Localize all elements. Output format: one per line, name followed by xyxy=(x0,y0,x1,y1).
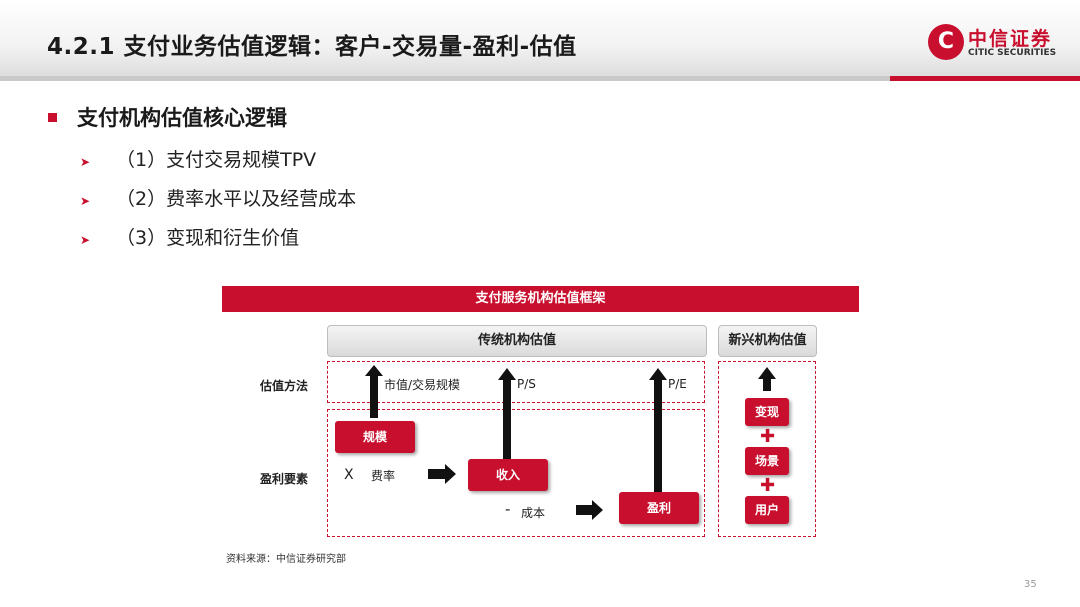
emerging-valuation-header: 新兴机构估值 xyxy=(718,325,817,357)
arrow-bullet-icon: ➤ xyxy=(80,194,91,208)
page-number: 35 xyxy=(1024,579,1037,590)
box-revenue: 收入 xyxy=(468,459,548,491)
up-arrow-icon xyxy=(649,368,667,492)
label-market-value: 市值/交易规模 xyxy=(384,378,461,392)
up-arrow-icon xyxy=(365,365,383,418)
square-bullet-icon xyxy=(48,112,57,122)
minus-sign: - xyxy=(505,500,511,518)
row-label-profit: 盈利要素 xyxy=(260,472,309,486)
emerging-area xyxy=(718,361,816,537)
up-arrow-icon xyxy=(758,367,776,391)
label-fee: 费率 xyxy=(371,469,396,483)
arrow-bullet-icon: ➤ xyxy=(80,233,91,247)
source-note: 资料来源：中信证券研究部 xyxy=(226,554,346,565)
plus-icon: ✚ xyxy=(760,426,776,447)
sub-bullet-1: ➤ （1）支付交易规模TPV xyxy=(80,145,316,172)
label-ps: P/S xyxy=(517,377,536,391)
arrow-bullet-icon: ➤ xyxy=(80,155,91,169)
logo-chinese-text: 中信证券 xyxy=(968,28,1053,50)
multiply-sign: X xyxy=(344,467,354,483)
profit-factor-area xyxy=(327,409,705,537)
label-cost: 成本 xyxy=(521,506,546,520)
citic-logo-icon: C xyxy=(928,24,964,60)
sub-bullet-text: （2）费率水平以及经营成本 xyxy=(116,188,357,210)
sub-bullet-text: （3）变现和衍生价值 xyxy=(116,227,300,249)
row-label-valuation: 估值方法 xyxy=(260,379,309,393)
up-arrow-icon xyxy=(498,368,516,462)
main-bullet-text: 支付机构估值核心逻辑 xyxy=(77,106,287,130)
slide-header xyxy=(0,0,1080,78)
citic-logo: C 中信证券 CITIC SECURITIES xyxy=(928,24,1058,64)
box-user: 用户 xyxy=(745,496,789,524)
sub-bullet-2: ➤ （2）费率水平以及经营成本 xyxy=(80,184,356,211)
header-divider xyxy=(0,76,1080,81)
sub-bullet-3: ➤ （3）变现和衍生价值 xyxy=(80,223,299,250)
page-title: 4.2.1 支付业务估值逻辑：客户-交易量-盈利-估值 xyxy=(47,34,577,60)
box-monetize: 变现 xyxy=(745,398,789,426)
header-accent-bar xyxy=(890,76,1080,81)
box-scene: 场景 xyxy=(745,447,789,475)
label-pe: P/E xyxy=(668,377,687,391)
box-profit: 盈利 xyxy=(619,492,699,524)
sub-bullet-text: （1）支付交易规模TPV xyxy=(116,149,317,171)
logo-english-text: CITIC SECURITIES xyxy=(968,48,1057,58)
main-bullet: 支付机构估值核心逻辑 xyxy=(48,102,287,132)
traditional-valuation-header: 传统机构估值 xyxy=(327,325,707,357)
valuation-method-area xyxy=(327,361,705,403)
box-scale: 规模 xyxy=(335,421,415,453)
plus-icon: ✚ xyxy=(760,475,776,496)
right-arrow-icon xyxy=(576,500,603,520)
right-arrow-icon xyxy=(428,464,456,484)
framework-title: 支付服务机构估值框架 xyxy=(222,286,859,312)
